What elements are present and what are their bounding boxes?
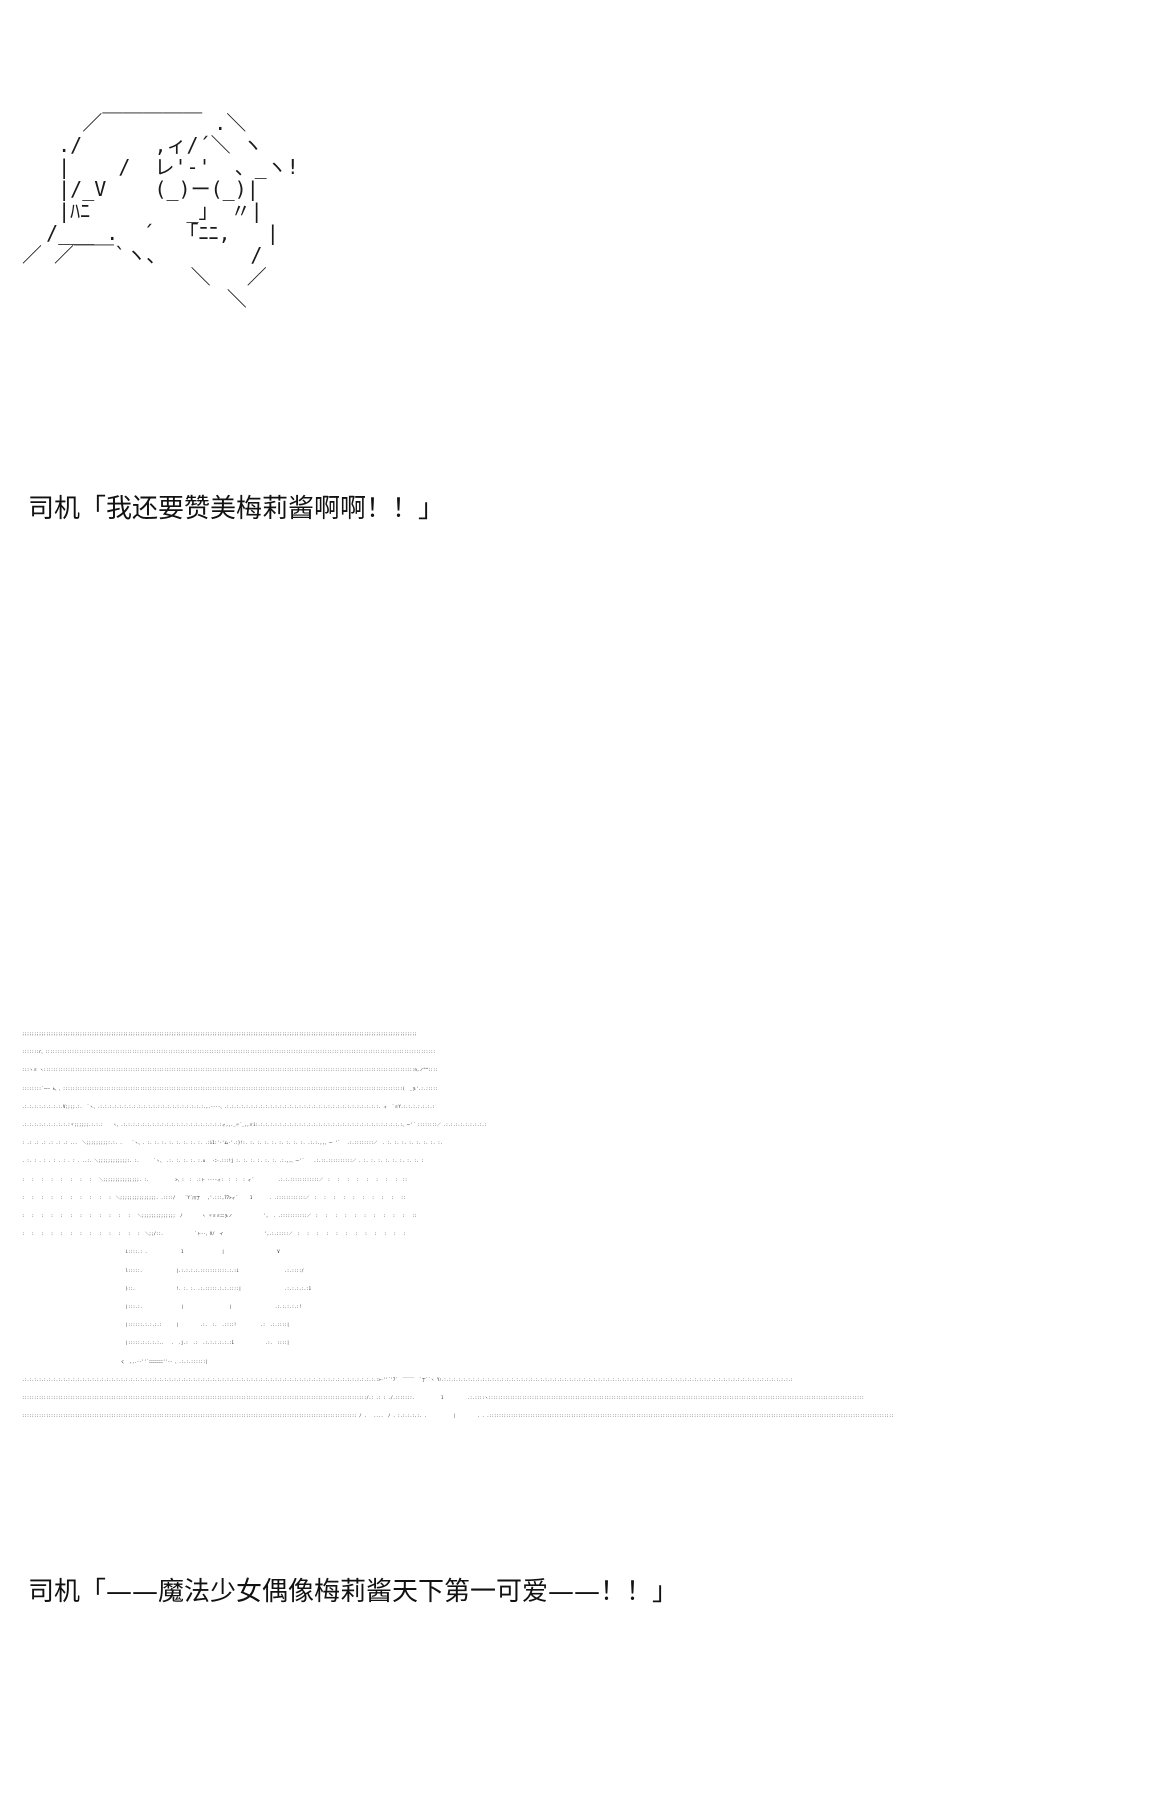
dialogue-caption: 司机「——魔法少女偶像梅莉酱天下第一可爱——！！」 [28,1577,679,1607]
dialogue-caption: 司机「我还要赞美梅莉酱啊啊！！」 [28,494,445,524]
ascii-art-face: ／￣￣￣￣￣ .＼ ./ ,ィ/´＼ ヽ | / レ'-' 、_ヽ! |/_V … [22,111,299,311]
ascii-art-arms-raised: ;;;;;;;;;;;;;;;;;;;;;;;;;;;;;;;;;;;;;;;;… [22,1031,894,1419]
